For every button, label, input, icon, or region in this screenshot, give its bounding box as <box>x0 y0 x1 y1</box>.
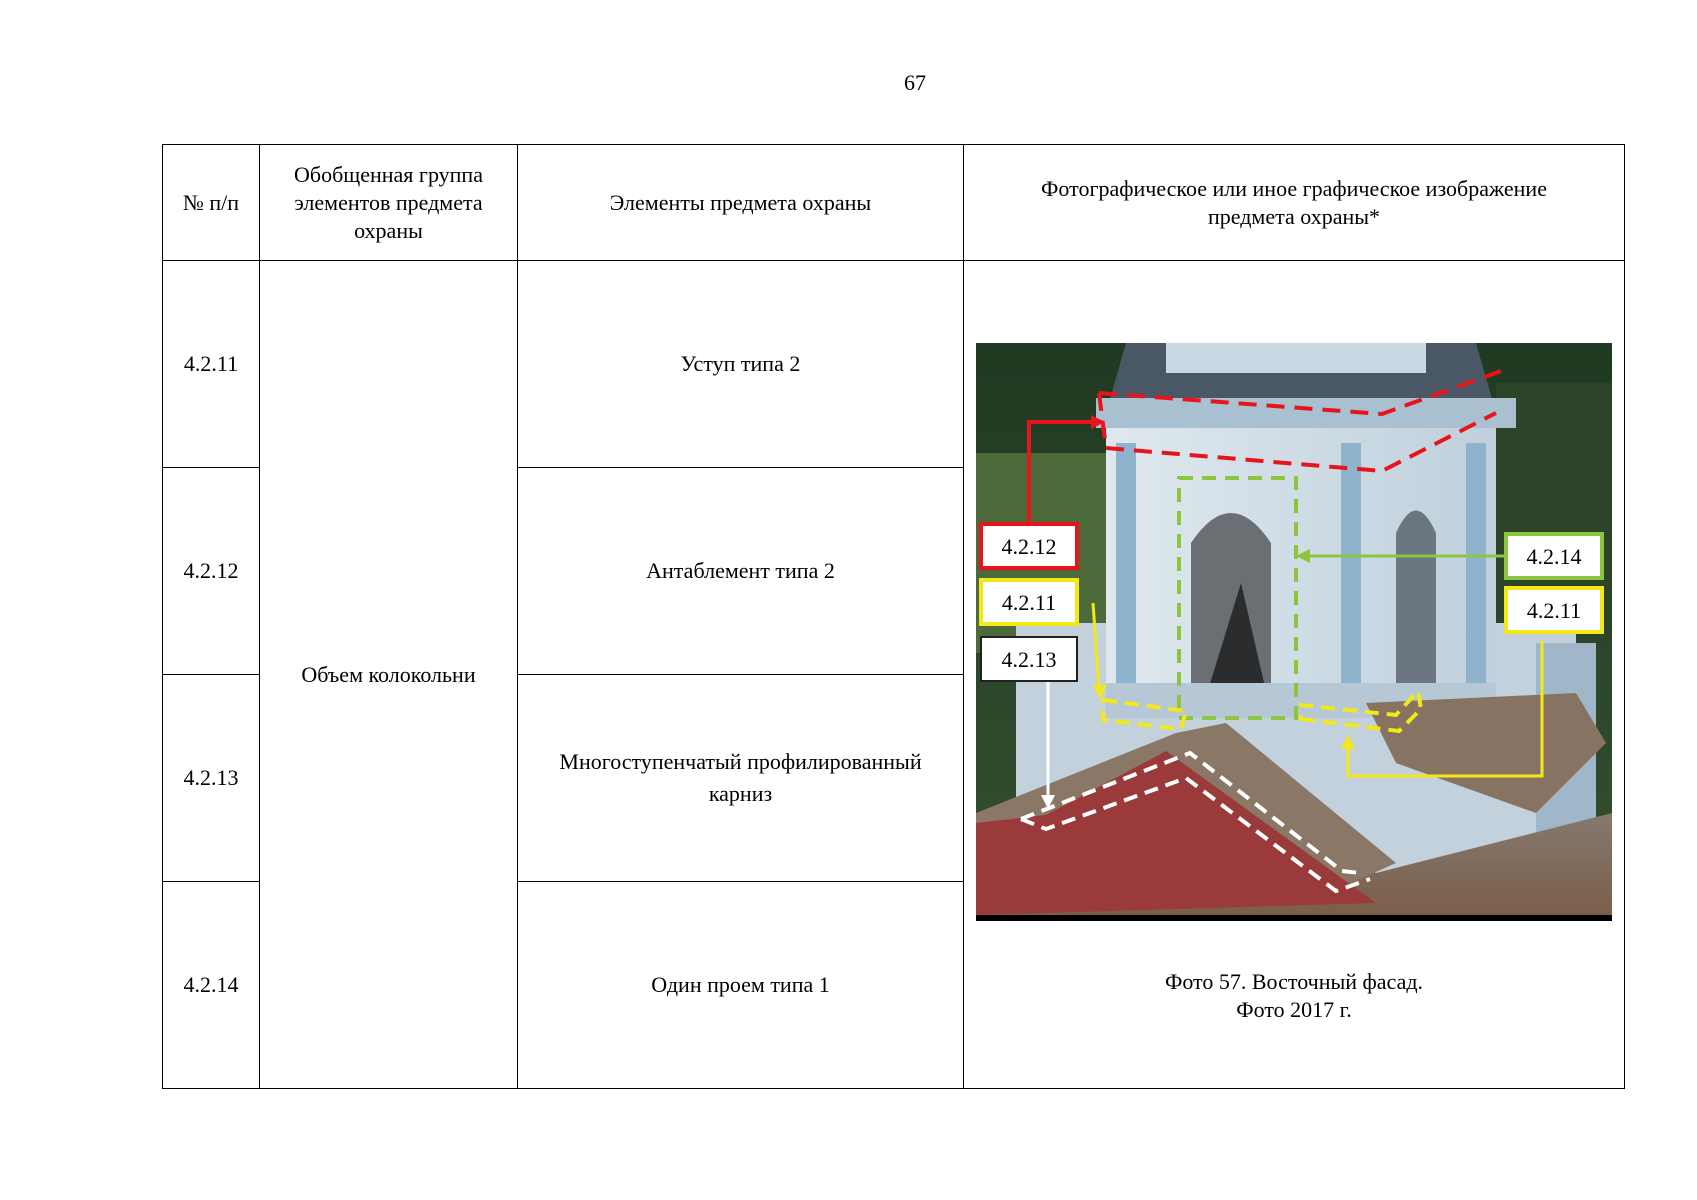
header-photo: Фотографическое или иное графическое изо… <box>963 144 1625 261</box>
row-num: 4.2.14 <box>162 881 260 1089</box>
bell-tower-photo: 4.2.12 4.2.11 4.2.13 4.2.14 <box>976 343 1612 921</box>
row-num: 4.2.11 <box>162 260 260 468</box>
row-element: Один проем типа 1 <box>517 881 964 1089</box>
label-4-2-11-right: 4.2.11 <box>1504 586 1604 634</box>
group-name: Объем колокольни <box>259 260 518 1089</box>
row-num: 4.2.12 <box>162 467 260 675</box>
row-num: 4.2.13 <box>162 674 260 882</box>
row-element: Многоступенчатый профилированный карниз <box>517 674 964 882</box>
caption-line-2: Фото 2017 г. <box>1236 997 1352 1022</box>
table-row: 4.2.11 Объем колокольни Уступ типа 2 <box>162 260 1625 1089</box>
label-4-2-11-left: 4.2.11 <box>979 578 1079 626</box>
table-header-row: № п/п Обобщенная группа элементов предме… <box>162 144 1625 261</box>
table-row: 4.2.14 Один проем типа 1 <box>162 881 1625 1089</box>
header-num: № п/п <box>162 144 260 261</box>
label-4-2-12: 4.2.12 <box>979 522 1079 570</box>
header-group: Обобщенная группа элементов предмета охр… <box>259 144 518 261</box>
table-row: 4.2.13 Многоступенчатый профилированный … <box>162 674 1625 882</box>
row-element: Антаблемент типа 2 <box>517 467 964 675</box>
svg-text:4.2.11: 4.2.11 <box>1527 598 1581 623</box>
row-element: Уступ типа 2 <box>517 260 964 468</box>
header-elements: Элементы предмета охраны <box>517 144 964 261</box>
page-number: 67 <box>904 70 926 95</box>
label-4-2-14: 4.2.14 <box>1504 532 1604 580</box>
caption-line-1: Фото 57. Восточный фасад. <box>1164 969 1424 994</box>
svg-text:4.2.13: 4.2.13 <box>1002 647 1057 672</box>
label-4-2-13: 4.2.13 <box>980 636 1078 682</box>
table-row: 4.2.12 Антаблемент типа 2 <box>162 467 1625 675</box>
svg-text:4.2.12: 4.2.12 <box>1002 534 1057 559</box>
svg-text:4.2.14: 4.2.14 <box>1527 544 1582 569</box>
photo-cell: 4.2.12 4.2.11 4.2.13 4.2.14 <box>963 260 1625 1089</box>
heritage-table: № п/п Обобщенная группа элементов предме… <box>162 144 1625 1089</box>
photo-caption: Фото 57. Восточный фасад. Фото 2017 г. <box>964 968 1624 1024</box>
svg-text:4.2.11: 4.2.11 <box>1002 590 1056 615</box>
